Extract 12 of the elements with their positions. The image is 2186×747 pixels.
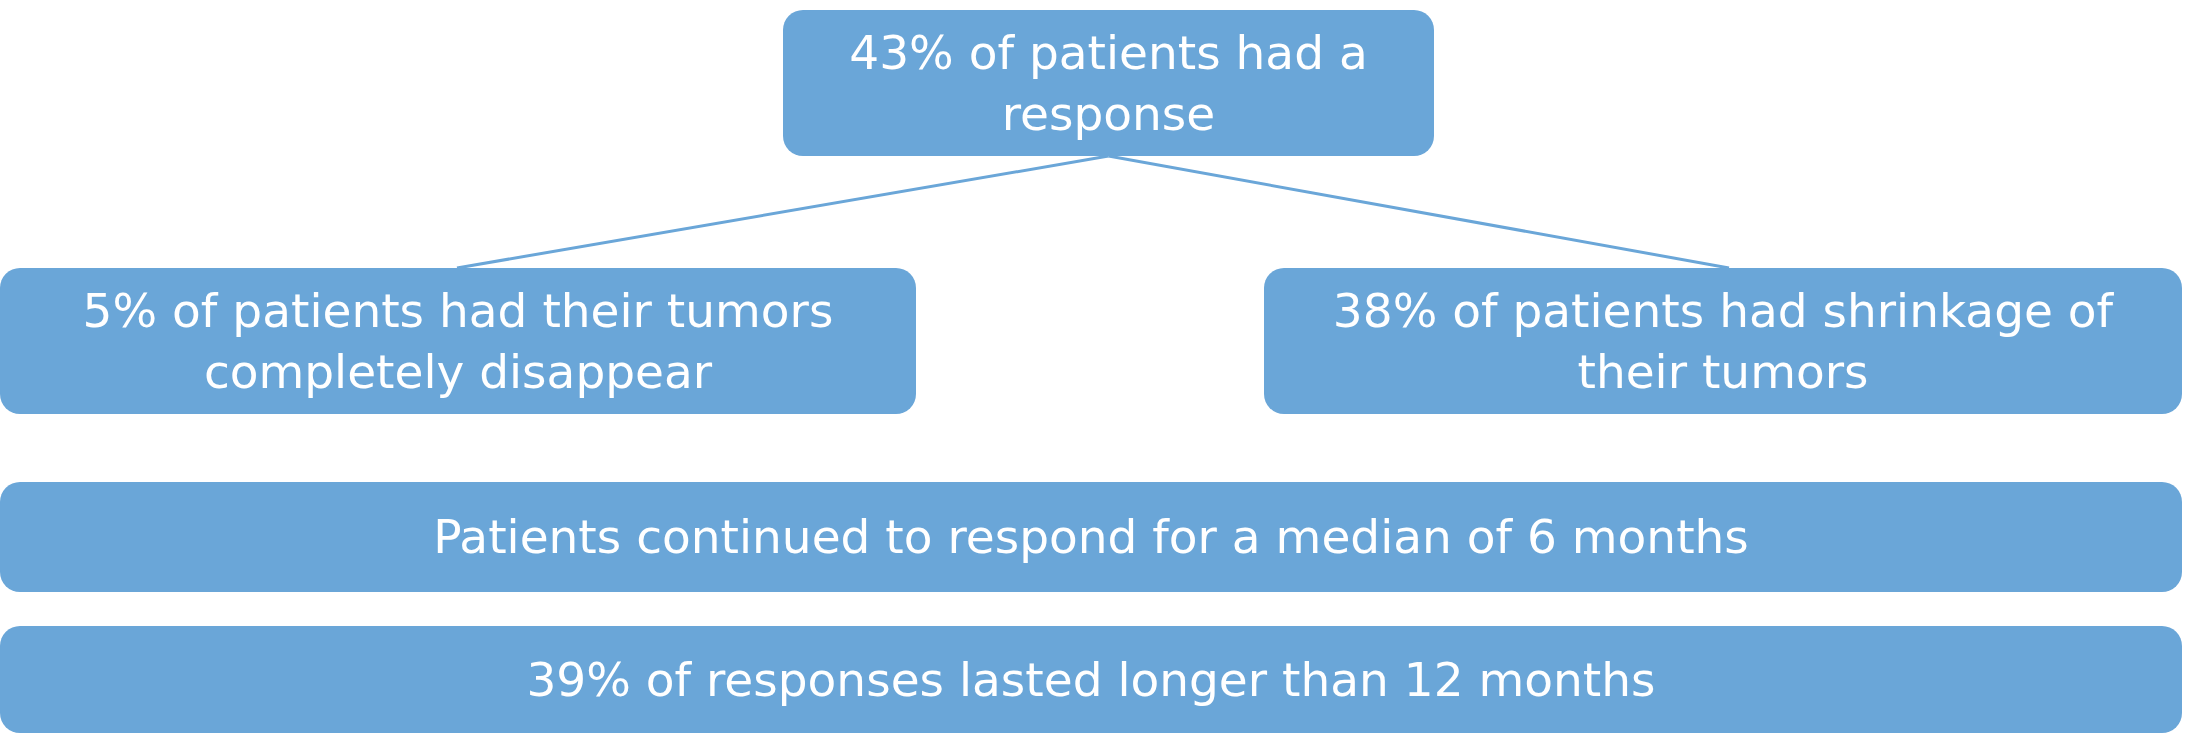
- result-text: 5% of patients had their tumors completely disappear: [81, 281, 835, 401]
- result-box: [0, 268, 916, 414]
- result-box: [0, 626, 2182, 733]
- result-text: 38% of patients had shrinkage of their tumors: [1331, 281, 2115, 401]
- result-text: 39% of responses lasted longer than 12 months: [526, 650, 1656, 709]
- result-text: 43% of patients had a response: [848, 23, 1369, 143]
- connector-line: [456, 154, 1109, 270]
- result-box: [0, 482, 2182, 592]
- result-box: [783, 10, 1434, 156]
- result-box: [1264, 268, 2182, 414]
- connector-line: [1108, 154, 1730, 270]
- result-text: Patients continued to respond for a median of 6 months: [433, 508, 1749, 567]
